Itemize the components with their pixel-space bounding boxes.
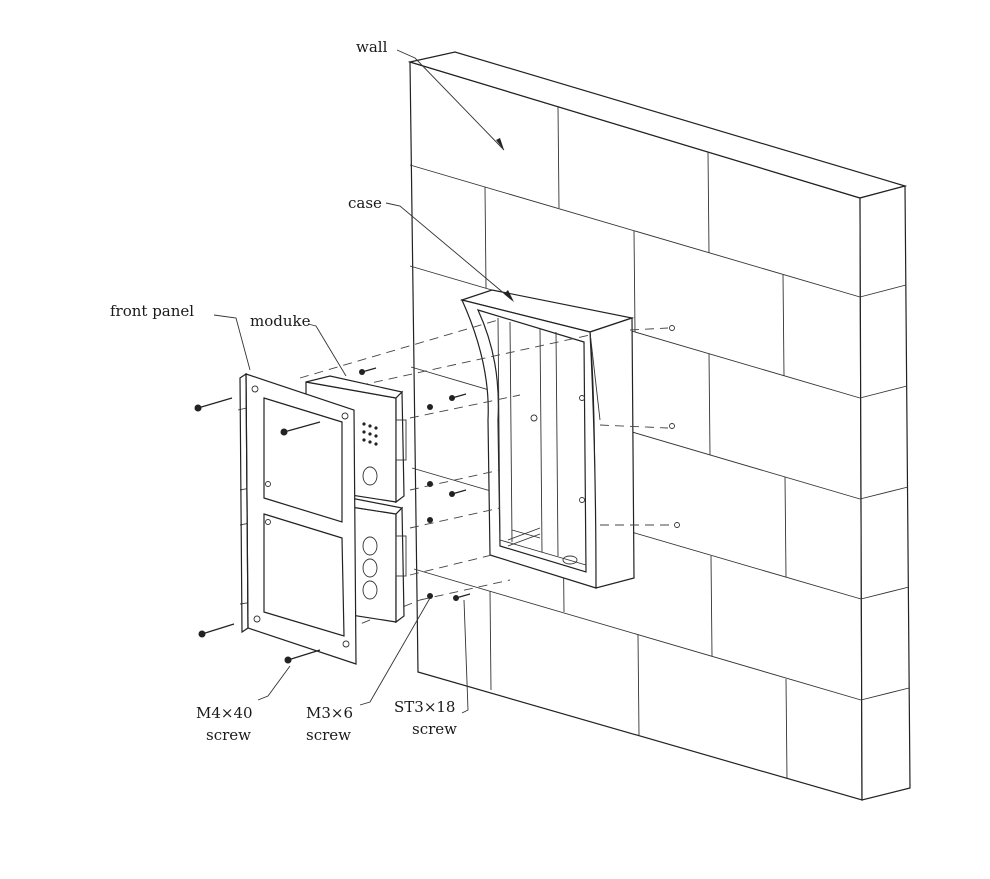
label-front-panel: front panel bbox=[110, 302, 194, 320]
label-wall: wall bbox=[356, 38, 388, 56]
label-m3-type: screw bbox=[306, 726, 351, 744]
st3-screw-2 bbox=[449, 489, 467, 497]
m4-screw-4 bbox=[284, 649, 321, 664]
label-module: moduke bbox=[250, 312, 311, 330]
label-st3-type: screw bbox=[412, 720, 457, 738]
front-panel-window-lower bbox=[263, 513, 345, 637]
m4-screw-1 bbox=[194, 397, 233, 412]
label-st3-spec: ST3×18 bbox=[394, 698, 455, 716]
front-panel-edge bbox=[239, 372, 249, 634]
label-m4-type: screw bbox=[206, 726, 251, 744]
wall-holes bbox=[669, 325, 680, 528]
leader-st3 bbox=[461, 599, 469, 714]
case bbox=[459, 289, 635, 589]
speaker-grille bbox=[362, 422, 378, 446]
screws bbox=[194, 367, 471, 664]
leader-lines bbox=[213, 49, 514, 714]
module-upper-button bbox=[362, 466, 378, 486]
leader-module bbox=[307, 323, 347, 377]
leader-case bbox=[385, 202, 513, 301]
m3-screw-4 bbox=[427, 593, 433, 599]
front-panel bbox=[239, 372, 357, 665]
m3-screw-3 bbox=[427, 517, 433, 523]
m3-screw-2 bbox=[427, 481, 433, 487]
leader-m3 bbox=[359, 597, 431, 706]
module-lower-side bbox=[395, 506, 405, 624]
label-m3-spec: M3×6 bbox=[306, 704, 353, 722]
module-upper-side bbox=[395, 390, 405, 504]
wall bbox=[407, 51, 911, 801]
module-upper-clip bbox=[395, 419, 407, 461]
leader-wall bbox=[396, 49, 505, 151]
st3-screw-1 bbox=[449, 393, 467, 401]
label-case: case bbox=[348, 194, 382, 212]
leader-front-panel bbox=[213, 314, 251, 371]
st3-screw-4 bbox=[359, 367, 377, 375]
module-lower-clip bbox=[395, 535, 407, 577]
leader-m4 bbox=[257, 665, 291, 701]
m4-screw-2 bbox=[280, 421, 321, 436]
m3-screw-1 bbox=[427, 404, 433, 410]
module-lower-button-3 bbox=[362, 580, 378, 600]
label-m4-spec: M4×40 bbox=[196, 704, 253, 722]
case-side bbox=[589, 317, 635, 589]
st3-screw-3 bbox=[453, 593, 471, 601]
module-lower-button-1 bbox=[362, 536, 378, 556]
module-lower-button-2 bbox=[362, 558, 378, 578]
labels: wall case front panel moduke M4×40 screw… bbox=[110, 38, 457, 744]
case-inner-opening bbox=[476, 309, 587, 573]
m4-screw-3 bbox=[198, 623, 235, 638]
